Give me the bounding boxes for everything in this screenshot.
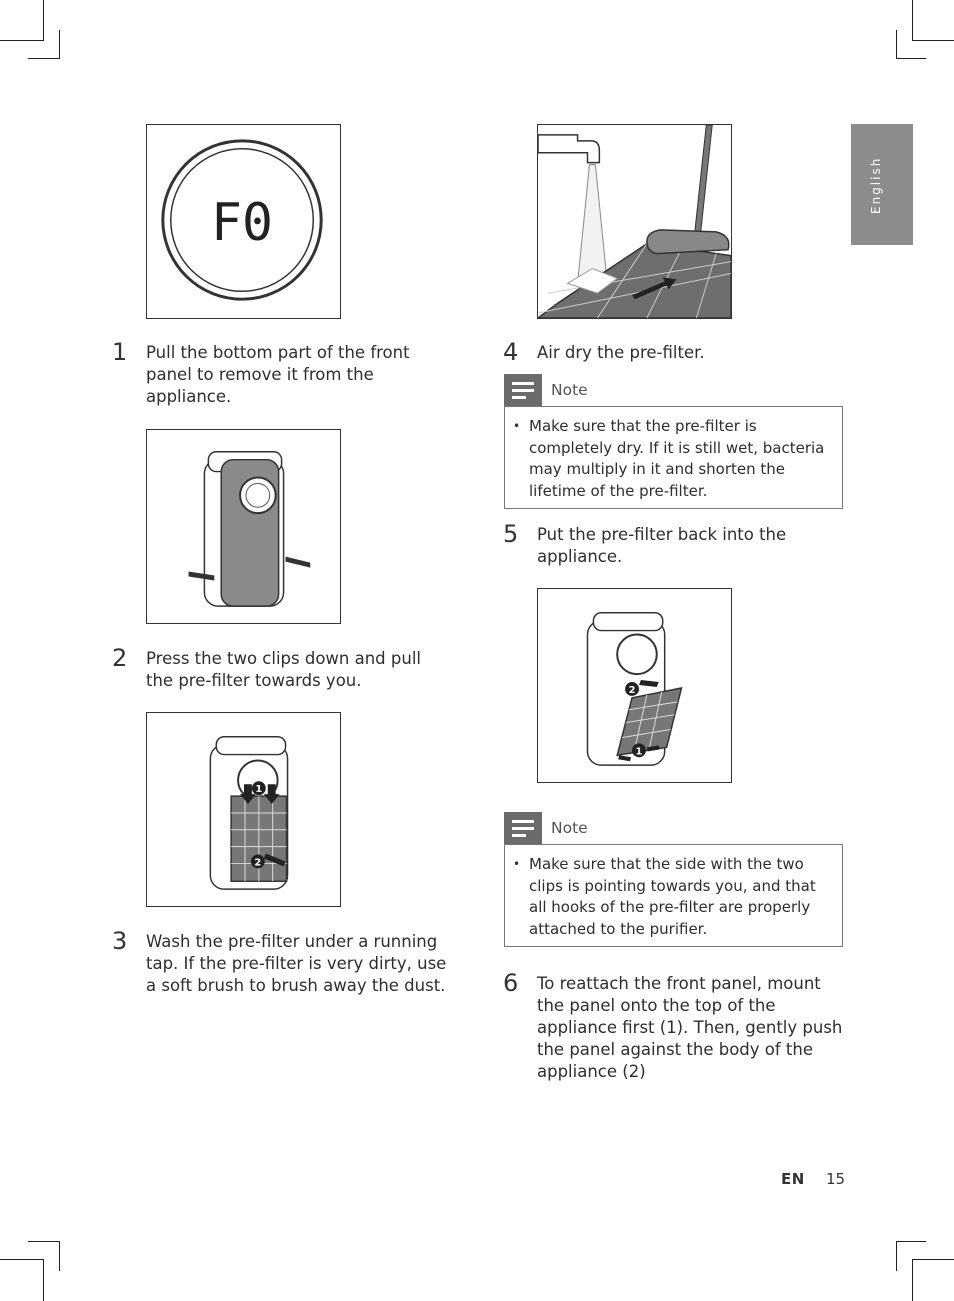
crop-mark <box>28 58 60 59</box>
text-line: appliance (2) <box>537 1062 646 1081</box>
display-illustration: F0 <box>161 139 323 301</box>
language-tab-label: English <box>869 156 883 214</box>
note-text: Make sure that the side with the two cli… <box>529 854 832 941</box>
callout-one: 1 <box>255 784 262 795</box>
crop-mark <box>28 1241 60 1242</box>
note-icon <box>504 812 542 844</box>
text-line: the pre-filter towards you. <box>146 671 362 690</box>
step-text: Wash the pre-filter under a running tap.… <box>146 931 456 997</box>
step-text: Press the two clips down and pull the pr… <box>146 648 446 692</box>
note-icon <box>504 374 542 406</box>
text-line: lifetime of the pre-filter. <box>529 482 708 501</box>
figure-display: F0 <box>146 124 341 319</box>
text-line: appliance. <box>537 547 623 566</box>
text-line: the panel against the body of the <box>537 1040 813 1059</box>
crop-mark <box>912 0 913 40</box>
crop-mark <box>43 0 44 40</box>
purifier-panel-illustration <box>188 451 311 607</box>
text-line: Put the pre-filter back into the <box>537 525 787 544</box>
note-header: Note <box>504 812 842 844</box>
text-line: attached to the purifier. <box>529 920 708 939</box>
step-number: 1 <box>112 338 128 366</box>
footer-language: EN <box>781 1170 805 1188</box>
note-label: Note <box>551 819 588 837</box>
crop-mark <box>912 40 954 41</box>
step-number: 6 <box>503 969 519 997</box>
crop-mark <box>912 1259 913 1301</box>
text-line: may multiply in it and shorten the <box>529 460 786 479</box>
prefilter-reinsert-illustration: 2 1 <box>586 612 683 766</box>
crop-mark <box>896 30 897 59</box>
note-label: Note <box>551 381 588 399</box>
text-line: Make sure that the side with the two <box>529 855 804 873</box>
text-line: Press the two clips down and pull <box>146 649 422 668</box>
crop-mark <box>912 1259 954 1260</box>
step-text: Air dry the pre-filter. <box>537 342 837 364</box>
text-line: a soft brush to brush away the dust. <box>146 976 446 995</box>
step-text: To reattach the front panel, mount the p… <box>537 973 847 1083</box>
crop-mark <box>0 1259 44 1260</box>
note-text: Make sure that the pre-filter is complet… <box>529 416 832 503</box>
text-line: clips is pointing towards you, and that <box>529 876 816 895</box>
step-number: 2 <box>112 644 128 672</box>
text-line: Make sure that the pre-filter is <box>529 417 757 435</box>
text-line: Pull the bottom part of the front <box>146 343 410 362</box>
prefilter-removal-illustration: 1 2 <box>209 736 289 890</box>
bullet: • <box>513 857 521 871</box>
text-line: appliance first (1). Then, gently push <box>537 1018 843 1037</box>
text-line: Wash the pre-filter under a running <box>146 932 438 951</box>
text-line: panel to remove it from the <box>146 365 374 384</box>
language-tab: English <box>851 124 913 245</box>
text-line: tap. If the pre-filter is very dirty, us… <box>146 954 447 973</box>
step-text: Pull the bottom part of the front panel … <box>146 342 446 408</box>
washing-illustration <box>538 125 731 318</box>
text-line: completely dry. If it is still wet, bact… <box>529 438 825 457</box>
crop-mark <box>896 1241 897 1271</box>
crop-mark <box>43 1259 44 1301</box>
note-header: Note <box>504 374 842 406</box>
figure-reinsert-prefilter: 2 1 <box>537 588 732 783</box>
step-number: 5 <box>503 520 519 548</box>
crop-mark <box>896 1241 926 1242</box>
figure-remove-prefilter: 1 2 <box>146 712 341 907</box>
text-line: appliance. <box>146 387 232 406</box>
step-text: Put the pre-filter back into the applian… <box>537 524 837 568</box>
crop-mark <box>896 58 926 59</box>
callout-one: 1 <box>636 746 643 757</box>
crop-mark <box>0 40 44 41</box>
step-number: 4 <box>503 338 519 366</box>
crop-mark <box>59 30 60 59</box>
note-box: • Make sure that the side with the two c… <box>504 844 843 947</box>
callout-two: 2 <box>629 685 636 696</box>
page-number: 15 <box>826 1170 846 1188</box>
figure-wash-prefilter <box>537 124 732 319</box>
text-line: To reattach the front panel, mount <box>537 974 821 993</box>
step-number: 3 <box>112 927 128 955</box>
bullet: • <box>513 419 521 433</box>
crop-mark <box>59 1241 60 1271</box>
figure-remove-panel <box>146 429 341 624</box>
note-box: • Make sure that the pre-filter is compl… <box>504 406 843 509</box>
text-line: Air dry the pre-filter. <box>537 343 705 362</box>
callout-two: 2 <box>254 857 261 868</box>
text-line: the panel onto the top of the <box>537 996 776 1015</box>
text-line: all hooks of the pre-filter are properly <box>529 898 811 917</box>
display-code: F0 <box>211 193 273 253</box>
